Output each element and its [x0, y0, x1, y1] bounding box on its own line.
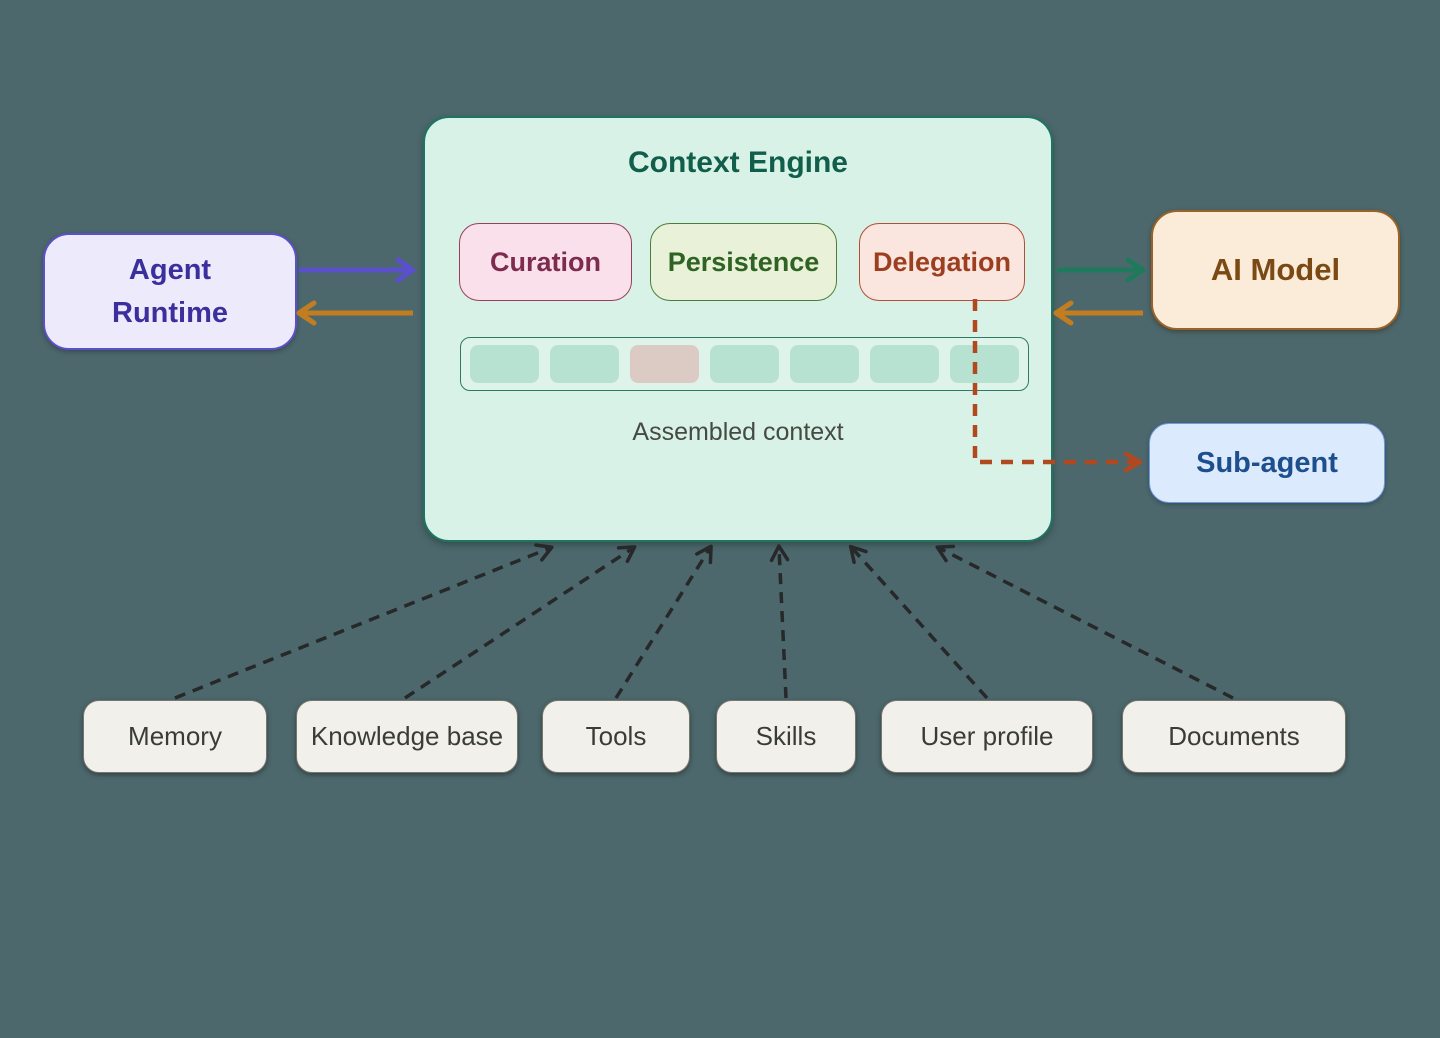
context-token: [870, 345, 939, 383]
context-token: [470, 345, 539, 383]
module-delegation: Delegation: [859, 223, 1025, 301]
node-documents: Documents: [1122, 700, 1346, 773]
node-tools: Tools: [542, 700, 690, 773]
node-skills: Skills: [716, 700, 856, 773]
skills-label: Skills: [755, 721, 817, 751]
node-sub-agent: Sub-agent: [1149, 423, 1385, 503]
arrow-memory-to-engine: [174, 543, 554, 700]
context-token: [710, 345, 779, 383]
context-engine-title: Context Engine: [627, 146, 848, 179]
context-token-highlighted: [630, 345, 699, 383]
sub-agent-label: Sub-agent: [1196, 446, 1338, 479]
node-knowledge-base: Knowledge base: [296, 700, 518, 773]
node-user-profile: User profile: [881, 700, 1093, 773]
user-profile-label: User profile: [920, 721, 1054, 751]
arrow-userprofile-to-engine: [848, 544, 989, 700]
token-strip: [460, 337, 1029, 391]
module-persistence: Persistence: [650, 223, 837, 301]
context-token: [950, 345, 1019, 383]
knowledge-base-label: Knowledge base: [310, 721, 504, 751]
ai-model-label: AI Model: [1210, 252, 1341, 287]
arrow-skills-to-engine: [769, 544, 790, 699]
arrow-tools-to-engine: [614, 544, 713, 699]
context-token: [790, 345, 859, 383]
node-context-engine: Context Engine Curation Persistence Dele…: [423, 116, 1053, 542]
assembled-context-caption: Assembled context: [632, 418, 844, 446]
arrow-knowledge-to-engine: [404, 545, 637, 700]
node-ai-model: AI Model: [1151, 210, 1400, 330]
node-agent-runtime: Agent Runtime: [43, 233, 297, 350]
context-token: [550, 345, 619, 383]
agent-runtime-label: Agent Runtime: [112, 254, 228, 329]
tools-label: Tools: [585, 721, 647, 751]
module-curation: Curation: [459, 223, 632, 301]
arrow-documents-to-engine: [935, 544, 1234, 700]
node-memory: Memory: [83, 700, 267, 773]
documents-label: Documents: [1168, 721, 1300, 751]
memory-label: Memory: [128, 721, 222, 751]
